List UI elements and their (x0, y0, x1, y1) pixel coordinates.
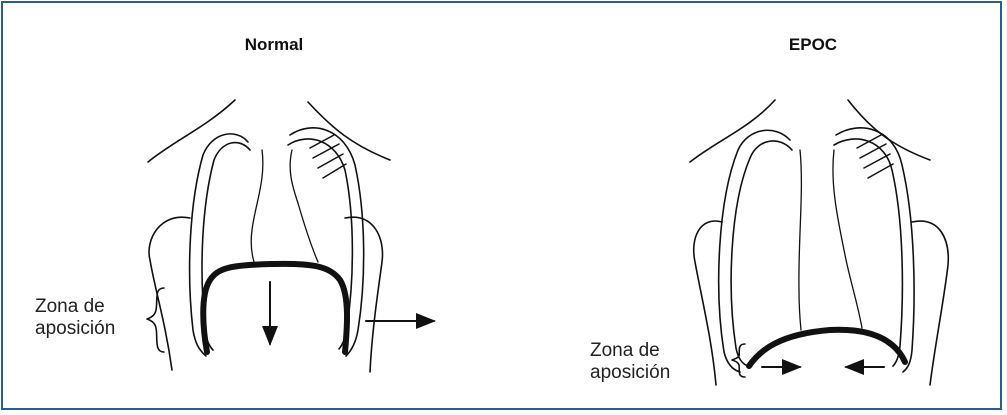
normal-left-rib-inner (202, 143, 250, 350)
epoc-rib-mark-4 (868, 164, 893, 178)
normal-diaphragm (203, 264, 347, 352)
normal-right-rib-inner (288, 139, 352, 349)
epoc-left-body-wall (694, 221, 722, 385)
epoc-rib-mark-3 (864, 154, 890, 168)
epoc-right-shoulder (848, 100, 930, 160)
epoc-left-rib-inner (731, 141, 792, 366)
epoc-left-rib-outer (719, 130, 790, 372)
epoc-mediastinum-left (799, 150, 802, 330)
epoc-heart-border (833, 150, 862, 328)
epoc-right-body-wall (912, 221, 948, 385)
normal-thorax (147, 100, 434, 372)
normal-left-body-wall (149, 217, 190, 370)
epoc-diaphragm (749, 330, 905, 366)
normal-bracket (147, 288, 164, 352)
normal-rib-mark-4 (323, 164, 346, 178)
normal-left-rib-outer (190, 134, 248, 356)
normal-mediastinum-left (251, 150, 263, 262)
normal-heart-border (290, 150, 318, 262)
epoc-thorax (690, 100, 948, 385)
normal-rib-mark-3 (318, 154, 343, 168)
normal-left-shoulder (148, 100, 235, 162)
